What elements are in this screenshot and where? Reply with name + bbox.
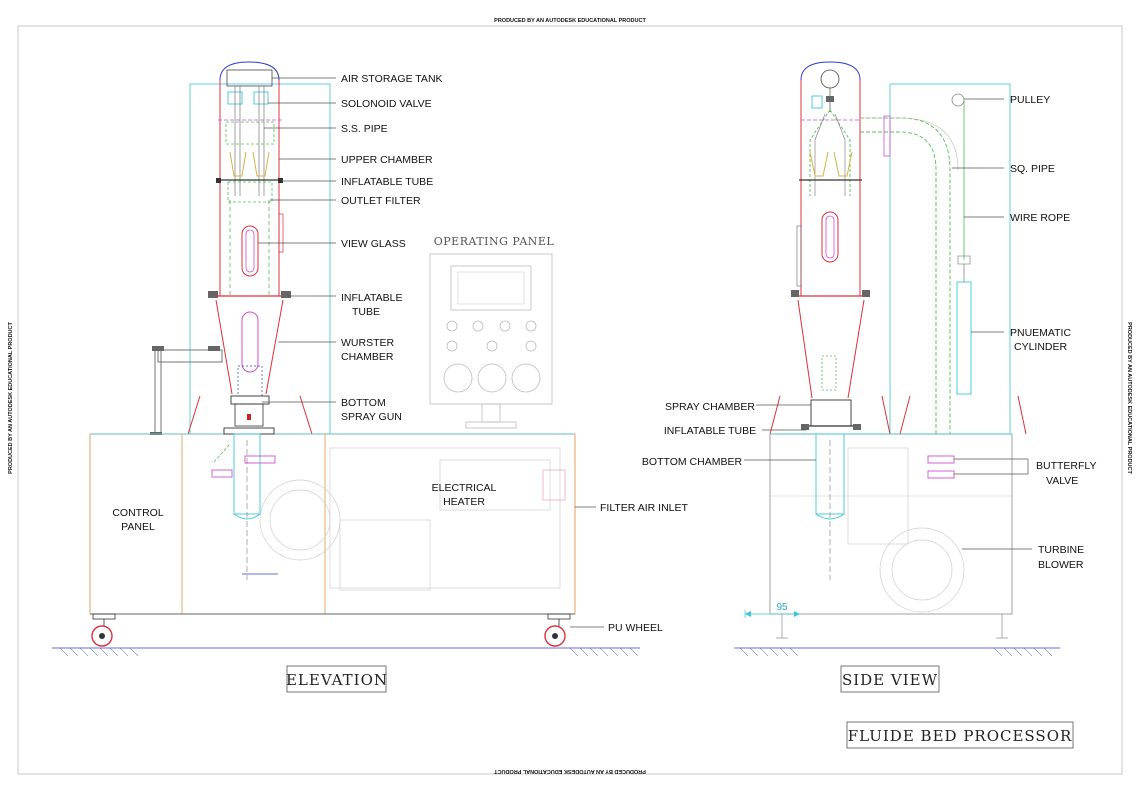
elevation-dome [219, 61, 280, 81]
side-sq-pipe [860, 117, 951, 434]
elevation-title-box [286, 665, 387, 693]
label-blower-line2: BLOWER [1038, 559, 1084, 571]
label-pu-wheel: PU WHEEL [608, 622, 663, 634]
label-inflatable-tube-2-line1: INFLATABLE [341, 292, 402, 304]
side-air-tank [820, 69, 840, 89]
label-spray-gun-line1: BOTTOM [341, 397, 386, 409]
label-pulley: PULLEY [1010, 94, 1050, 106]
elevation-cone-right [265, 299, 284, 395]
label-butterfly-line2: VALVE [1046, 475, 1078, 487]
label-upper-chamber: UPPER CHAMBER [341, 154, 433, 166]
label-butterfly-line1: BUTTERFLY [1036, 460, 1096, 472]
side-pulley [951, 93, 965, 107]
sheet-border [17, 25, 1123, 775]
label-spray-gun-line2: SPRAY GUN [341, 411, 402, 423]
elevation-wheel-right [544, 613, 571, 647]
elevation-base [89, 433, 576, 615]
label-heater-line1: ELECTRICAL [432, 482, 497, 494]
side-turbine-blower [847, 447, 965, 613]
label-blower-line1: TURBINE [1038, 544, 1084, 556]
label-cylinder-line2: CYLINDER [1014, 341, 1068, 353]
side-dome [800, 61, 861, 81]
elevation-view-glass [241, 225, 259, 277]
elevation-view: OPERATING PANEL [52, 61, 688, 693]
elevation-wurster [241, 311, 259, 373]
watermark-left: PRODUCED BY AN AUTODESK EDUCATIONAL PROD… [8, 322, 14, 474]
label-side-inflatable-tube: INFLATABLE TUBE [664, 425, 756, 437]
label-inflatable-tube: INFLATABLE TUBE [341, 176, 433, 188]
label-ss-pipe: S.S. PIPE [341, 123, 388, 135]
side-butterfly-valve-1 [927, 455, 955, 464]
operating-panel-title: OPERATING PANEL [434, 235, 555, 248]
label-wire-rope: WIRE ROPE [1010, 212, 1070, 224]
elevation-heater [259, 447, 561, 591]
side-leaders [744, 98, 1032, 550]
label-sq-pipe: SQ. PIPE [1010, 163, 1055, 175]
side-view: 95 PULLEY SQ. PIPE WIRE ROPE PNUEMATIC C… [642, 61, 1096, 693]
side-butterfly-valve-2 [927, 470, 955, 479]
drawing-title-box [846, 721, 1074, 749]
watermark-right: PRODUCED BY AN AUTODESK EDUCATIONAL PROD… [1126, 322, 1132, 474]
label-cylinder-line1: PNUEMATIC [1010, 327, 1071, 339]
label-outlet-filter: OUTLET FILTER [341, 195, 421, 207]
label-heater-line2: HEATER [443, 496, 485, 508]
side-base [769, 433, 1013, 615]
dimension-95: 95 [776, 602, 788, 613]
elevation-leaders [258, 77, 604, 628]
label-inflatable-tube-2-line2: TUBE [352, 306, 380, 318]
drawing-title: FLUIDE BED PROCESSOR [848, 727, 1073, 745]
elevation-cone-left [215, 299, 233, 395]
label-control-panel-line2: PANEL [121, 521, 155, 533]
label-bottom-chamber: BOTTOM CHAMBER [642, 456, 743, 468]
side-view-title-box [840, 665, 940, 693]
elevation-spray-gun [247, 414, 251, 420]
watermark-top: PRODUCED BY AN AUTODESK EDUCATIONAL PROD… [494, 18, 646, 24]
elevation-upper-chamber [225, 121, 275, 145]
label-control-panel-line1: CONTROL [112, 507, 163, 519]
elevation-valve-2 [253, 91, 269, 105]
side-pneumatic-cylinder [956, 281, 972, 395]
label-filter-air-inlet: FILTER AIR INLET [600, 502, 688, 514]
elevation-title: ELEVATION [286, 671, 388, 689]
label-wurster-line1: WURSTER [341, 337, 394, 349]
label-view-glass: VIEW GLASS [341, 238, 406, 250]
watermark-bottom: PRODUCED BY AN AUTODESK EDUCATIONAL PROD… [494, 768, 646, 774]
label-air-storage-tank: AIR STORAGE TANK [341, 73, 443, 85]
side-view-title: SIDE VIEW [842, 671, 938, 689]
label-solonoid-valve: SOLONOID VALVE [341, 98, 432, 110]
side-spray-chamber [810, 399, 852, 427]
elevation-frame [189, 83, 331, 435]
operating-panel: OPERATING PANEL [429, 235, 555, 429]
elevation-wheel-left [91, 613, 116, 647]
label-spray-chamber: SPRAY CHAMBER [665, 401, 755, 413]
label-wurster-line2: CHAMBER [341, 351, 394, 363]
